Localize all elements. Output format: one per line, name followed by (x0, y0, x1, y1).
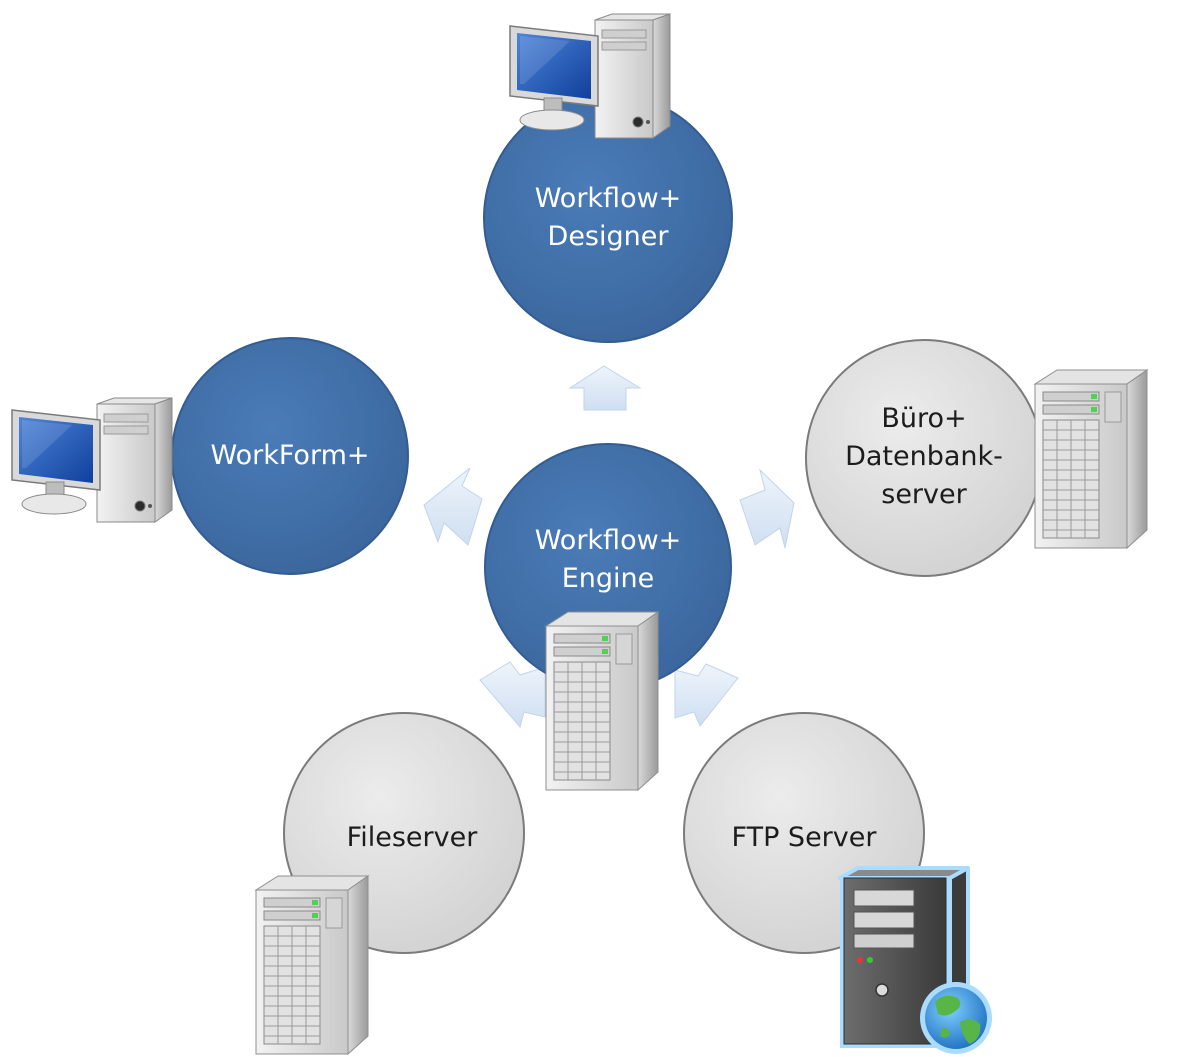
engine-label-line2: Engine (561, 563, 655, 594)
arrow-down-left (479, 661, 546, 729)
ftp-label-line1: FTP Server (731, 822, 877, 853)
engine-label-line1: Workflow+ (534, 525, 682, 556)
server-tower-icon (545, 611, 659, 791)
workform-label: WorkForm+ (190, 437, 390, 475)
web-server-globe-icon (838, 866, 994, 1056)
engine-label: Workflow+ Engine (508, 522, 708, 598)
arrow-right (739, 468, 795, 549)
datenbank-label-line1: Büro+ (881, 403, 967, 434)
arrow-down-right (674, 663, 739, 727)
fileserver-label-line1: Fileserver (346, 822, 478, 853)
workform-label-line1: WorkForm+ (210, 440, 370, 471)
arrow-left (423, 467, 483, 546)
datenbank-label: Büro+ Datenbank- server (824, 400, 1024, 514)
server-tower-icon (1034, 369, 1148, 549)
datenbank-label-line2: Datenbank- (845, 441, 1003, 472)
server-tower-icon (255, 875, 369, 1055)
designer-label-line1: Workflow+ (534, 183, 682, 214)
designer-label-line2: Designer (547, 221, 669, 252)
arrow-up (568, 365, 642, 411)
ftp-label: FTP Server (704, 819, 904, 857)
workstation-icon (11, 397, 173, 523)
designer-label: Workflow+ Designer (508, 180, 708, 256)
datenbank-label-line3: server (881, 479, 967, 510)
fileserver-label: Fileserver (312, 819, 512, 857)
